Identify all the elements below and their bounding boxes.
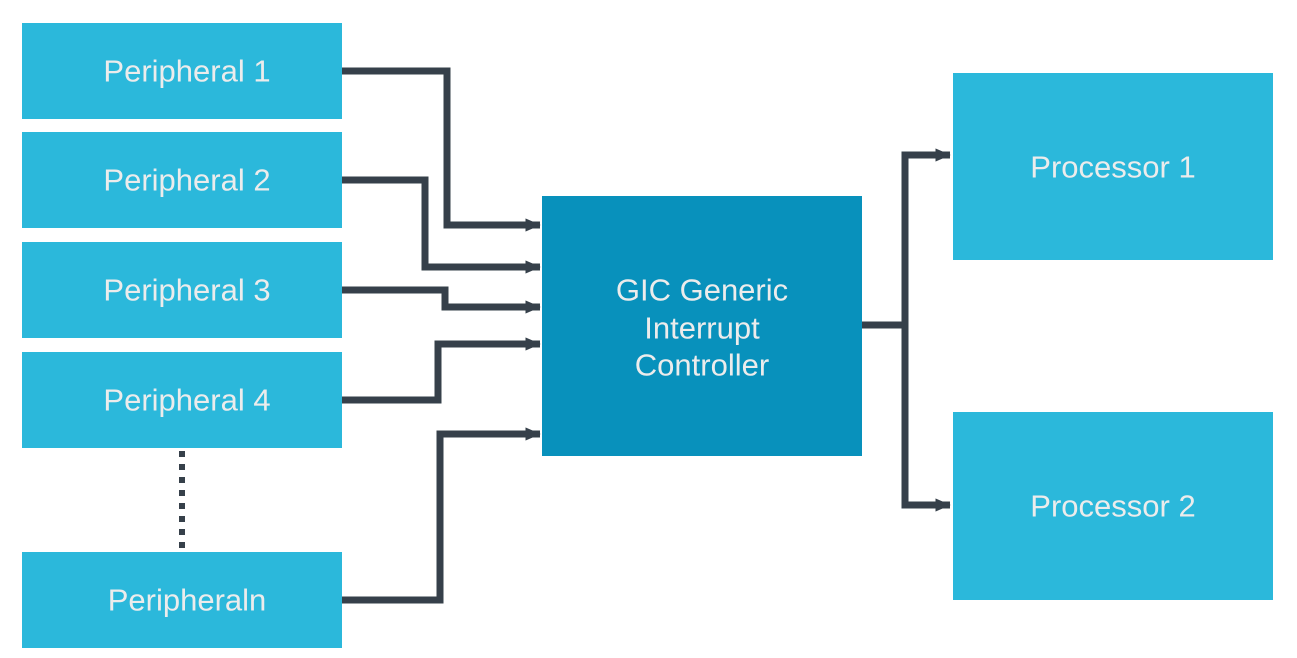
peripheral-1-box bbox=[22, 23, 342, 119]
connector-controller-to-processor-2 bbox=[901, 325, 951, 512]
peripheral-3-box bbox=[22, 242, 342, 338]
controller-label-line-3: Controller bbox=[635, 348, 769, 383]
peripheral-3-label: Peripheral 3 bbox=[103, 273, 270, 308]
connector-peripheral-3-to-controller bbox=[342, 286, 541, 314]
connector-peripheral-2-to-controller bbox=[342, 176, 541, 274]
processor-2-label: Processor 2 bbox=[1030, 489, 1195, 524]
processor-1-label: Processor 1 bbox=[1030, 150, 1195, 185]
connector-peripheral-4-to-controller bbox=[342, 337, 541, 404]
peripheral-4-label: Peripheral 4 bbox=[103, 383, 270, 418]
peripheral-n-box bbox=[22, 552, 342, 648]
processor-2-box bbox=[953, 412, 1273, 600]
peripheral-n-label: Peripheraln bbox=[108, 583, 267, 618]
peripheral-4-box bbox=[22, 352, 342, 448]
peripheral-2-box bbox=[22, 132, 342, 228]
controller-label-line-1: GIC Generic bbox=[616, 273, 788, 308]
peripheral-1-label: Peripheral 1 bbox=[103, 54, 270, 89]
controller-box bbox=[542, 196, 862, 456]
connector-peripheral-n-to-controller bbox=[342, 427, 541, 604]
peripheral-2-label: Peripheral 2 bbox=[103, 163, 270, 198]
connector-peripheral-1-to-controller bbox=[342, 67, 541, 232]
connector-controller-to-processor-1 bbox=[860, 148, 951, 329]
controller-label-line-2: Interrupt bbox=[644, 311, 760, 346]
processor-1-box bbox=[953, 73, 1273, 260]
